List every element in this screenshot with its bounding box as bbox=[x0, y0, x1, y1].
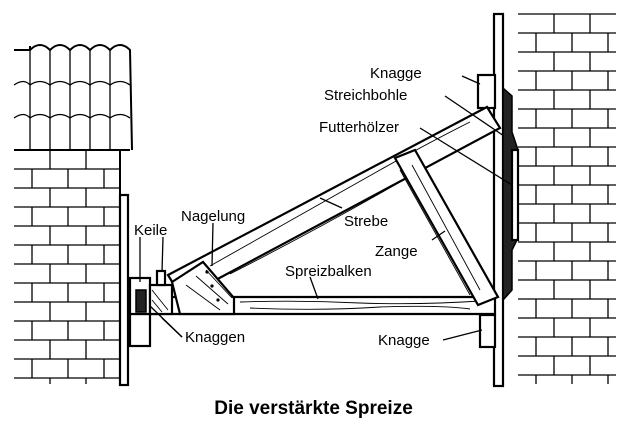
nagelung-block bbox=[170, 260, 236, 316]
left-brick-wall bbox=[14, 149, 129, 384]
label-nagelung: Nagelung bbox=[181, 208, 245, 225]
zange-brace bbox=[393, 148, 500, 307]
label-strebe: Strebe bbox=[344, 213, 388, 230]
label-spreizbalken: Spreizbalken bbox=[285, 263, 372, 280]
label-futterhoelzer: Futterhölzer bbox=[319, 119, 399, 136]
knagge-bottom-block bbox=[478, 313, 497, 349]
left-knaggen-keile bbox=[128, 269, 174, 316]
label-keile: Keile bbox=[134, 222, 167, 239]
futterhoelzer-pieces bbox=[502, 86, 520, 302]
label-streichbohle: Streichbohle bbox=[324, 87, 407, 104]
roof-tiles bbox=[13, 44, 133, 151]
diagram-caption: Die verstärkte Spreize bbox=[214, 398, 413, 419]
leader-lines bbox=[139, 75, 513, 341]
left-streichbohle bbox=[118, 193, 130, 387]
right-brick-wall bbox=[502, 13, 616, 384]
label-knagge-top: Knagge bbox=[370, 65, 422, 82]
knagge-top-block bbox=[476, 73, 497, 110]
label-knagge-bottom: Knagge bbox=[378, 332, 430, 349]
left-bottom-pad bbox=[128, 312, 152, 348]
label-knaggen: Knaggen bbox=[185, 329, 245, 346]
label-zange: Zange bbox=[375, 243, 418, 260]
